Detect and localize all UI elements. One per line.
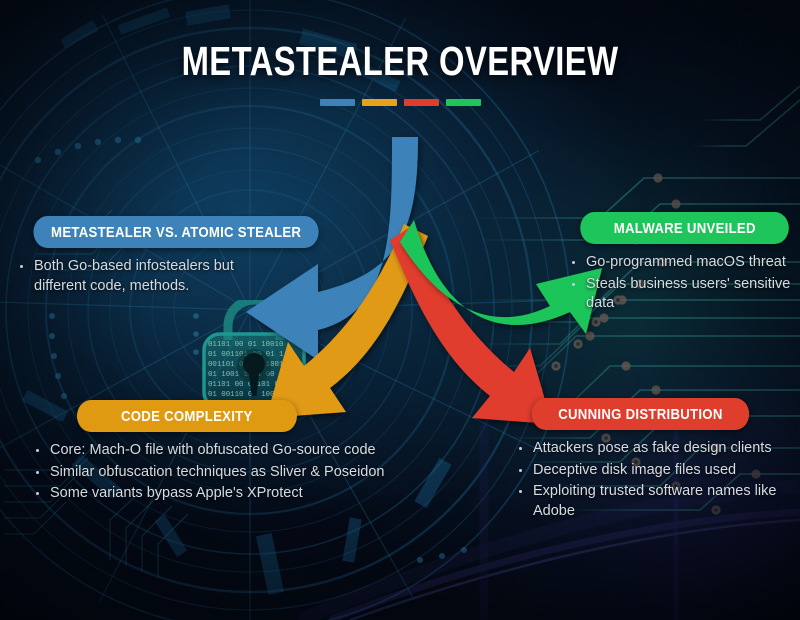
bullet-list-distrib: Attackers pose as fake design clients De… xyxy=(513,439,798,521)
badge-wrap: MALWARE UNVEILED xyxy=(566,212,796,244)
badge-cunning-distribution[interactable]: CUNNING DISTRIBUTION xyxy=(531,398,750,430)
card-malware-unveiled: MALWARE UNVEILED Go-programmed macOS thr… xyxy=(566,212,796,316)
card-metastealer-vs-atomic-stealer: METASTEALER VS. ATOMIC STEALER Both Go-b… xyxy=(14,216,319,298)
list-item: Similar obfuscation techniques as Sliver… xyxy=(30,463,460,483)
list-item: Core: Mach-O file with obfuscated Go-sou… xyxy=(30,441,460,461)
accent-bar-blue xyxy=(319,99,355,106)
badge-metastealer-vs-atomic-stealer[interactable]: METASTEALER VS. ATOMIC STEALER xyxy=(33,216,319,248)
page-title: METASTEALER OVERVIEW xyxy=(181,38,619,84)
list-item: Both Go-based infostealers but different… xyxy=(14,257,264,296)
bullet-list-compare: Both Go-based infostealers but different… xyxy=(14,257,264,296)
badge-malware-unveiled[interactable]: MALWARE UNVEILED xyxy=(580,212,790,244)
list-item: Attackers pose as fake design clients xyxy=(513,439,798,459)
arrow-red-to-distribution xyxy=(390,226,552,424)
svg-text:01101 00 01 10010: 01101 00 01 10010 xyxy=(208,341,283,349)
svg-text:01 00110 01 1001: 01 00110 01 1001 xyxy=(208,391,280,399)
svg-text:01101 00 00101 001: 01101 00 00101 001 xyxy=(208,381,288,389)
badge-wrap: METASTEALER VS. ATOMIC STEALER xyxy=(14,216,319,248)
padlock-binary-icon: 01101 00 01 10010 01 001101 00 01 1 0011… xyxy=(202,300,306,410)
card-cunning-distribution: CUNNING DISTRIBUTION Attackers pose as f… xyxy=(513,398,798,523)
list-item: Deceptive disk image files used xyxy=(513,461,798,481)
badge-wrap: CUNNING DISTRIBUTION xyxy=(513,398,798,430)
list-item: Steals business users' sensitive data xyxy=(566,275,796,314)
bullet-list-code: Core: Mach-O file with obfuscated Go-sou… xyxy=(30,441,460,504)
list-item: Some variants bypass Apple's XProtect xyxy=(30,484,460,504)
card-code-complexity: CODE COMPLEXITY Core: Mach-O file with o… xyxy=(30,400,460,506)
accent-bar-red xyxy=(403,99,439,106)
title-block: METASTEALER OVERVIEW xyxy=(0,38,800,106)
bullet-list-unveiled: Go-programmed macOS threat Steals busine… xyxy=(566,253,796,314)
badge-wrap: CODE COMPLEXITY xyxy=(30,400,460,432)
accent-bar-green xyxy=(445,99,481,106)
list-item: Go-programmed macOS threat xyxy=(566,253,796,273)
badge-code-complexity[interactable]: CODE COMPLEXITY xyxy=(76,400,297,432)
accent-bar-orange xyxy=(361,99,397,106)
accent-bar-group xyxy=(0,99,800,106)
list-item: Exploiting trusted software names like A… xyxy=(513,482,798,521)
